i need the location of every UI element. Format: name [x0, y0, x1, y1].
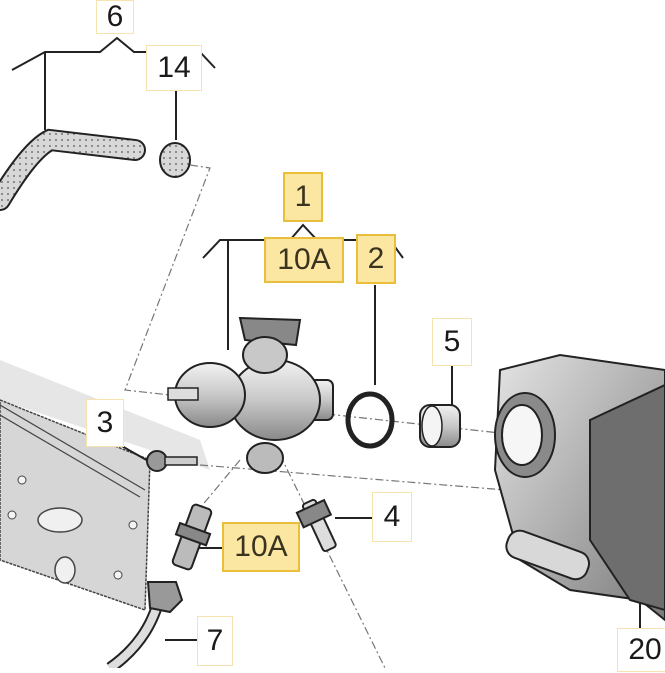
- callout-4: 4: [372, 492, 412, 542]
- vacuum-pump-housing-part: [493, 353, 665, 622]
- roller-tappet-part: [419, 404, 461, 448]
- callout-10A-top: 10A: [264, 237, 344, 283]
- callout-1: 1: [283, 172, 323, 222]
- union-screw-part: [171, 503, 213, 571]
- callout-5: 5: [432, 318, 472, 366]
- callout-2: 2: [356, 234, 396, 284]
- fitting-connector-part: [295, 498, 337, 553]
- callout-20: 20: [617, 628, 665, 672]
- callout-14: 14: [146, 45, 202, 91]
- bolt-part: [146, 450, 198, 472]
- fuel-hose-part: [0, 128, 146, 211]
- callout-10A-bottom: 10A: [222, 522, 300, 572]
- callout-7: 7: [197, 616, 233, 666]
- hose-clamp-part: [159, 142, 191, 178]
- high-pressure-pump-part: [167, 316, 334, 474]
- callout-6: 6: [96, 0, 134, 34]
- fuel-line-part: [106, 581, 184, 673]
- callout-3: 3: [86, 399, 124, 447]
- o-ring-part: [345, 391, 395, 449]
